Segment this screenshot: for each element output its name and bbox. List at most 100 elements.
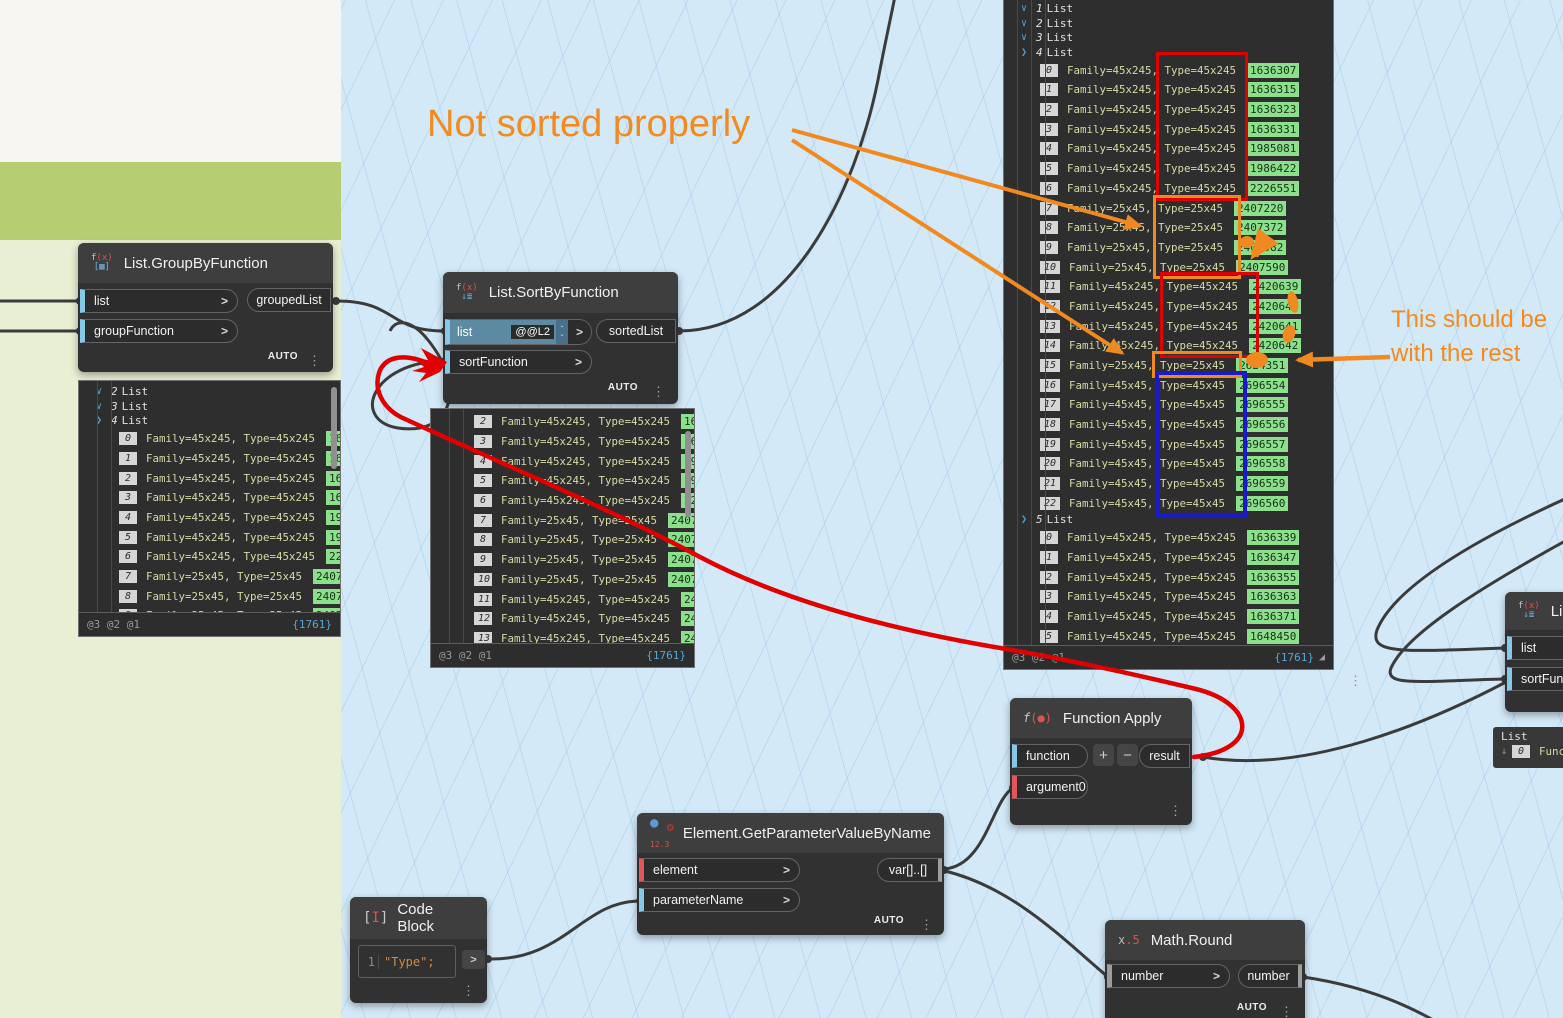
chevron-icon[interactable]: ❯ bbox=[1021, 46, 1028, 58]
output-port-number[interactable]: number bbox=[1238, 964, 1302, 988]
output-port-var[interactable]: var[]..[] bbox=[877, 858, 942, 882]
node-function-apply[interactable]: f(●) Function Apply function + − result … bbox=[1010, 698, 1192, 825]
levels-spinner[interactable]: ⌃⌄ bbox=[556, 320, 568, 344]
resize-handle[interactable]: ◢ bbox=[1318, 652, 1325, 663]
element-id-chip: 2420640 bbox=[681, 611, 694, 627]
input-port-function[interactable]: function bbox=[1012, 744, 1088, 768]
chevron-icon[interactable]: ❯ bbox=[96, 415, 103, 427]
lacing-mode[interactable]: AUTO bbox=[267, 351, 298, 362]
lacing-mode[interactable]: AUTO bbox=[607, 382, 638, 393]
port-default-arrow[interactable]: > bbox=[220, 294, 228, 308]
levels-badge[interactable]: @@L2 bbox=[509, 320, 556, 344]
element-id-chip: 2407582 bbox=[1234, 239, 1287, 255]
output-port-sortedlist[interactable]: sortedList bbox=[596, 319, 676, 343]
node-header[interactable]: f(x)↓≣ List.SortByFunction bbox=[443, 272, 678, 313]
level-badges[interactable]: @3 @2 @1 bbox=[1012, 651, 1065, 664]
node-get-parameter-value-by-name[interactable]: ● ⚙ 12.3 Element.GetParameterValueByName… bbox=[637, 813, 944, 935]
item-index: 5 bbox=[119, 530, 137, 544]
annotation-should-be-with-rest: This should be with the rest bbox=[1391, 306, 1548, 367]
lacing-mode[interactable]: AUTO bbox=[1236, 1002, 1267, 1013]
chevron-icon[interactable]: ∨ bbox=[1021, 17, 1028, 29]
node-menu-icon[interactable]: ⋮ bbox=[920, 917, 933, 932]
chevron-icon[interactable]: ∨ bbox=[1021, 3, 1028, 14]
port-default-arrow[interactable]: > bbox=[574, 355, 582, 369]
node-menu-icon[interactable]: ⋮ bbox=[1169, 803, 1182, 818]
node-header[interactable]: f(x)↓≣ List bbox=[1505, 592, 1563, 630]
chevron-icon[interactable]: ∨ bbox=[96, 400, 103, 412]
chevron-icon[interactable]: ∨ bbox=[1021, 32, 1028, 44]
item-index: 21 bbox=[1040, 477, 1061, 491]
node-code-block[interactable]: [I] Code Block 1 "Type"; > ⋮ bbox=[350, 897, 487, 1003]
node-menu-icon[interactable]: ⋮ bbox=[462, 983, 475, 998]
code-text[interactable]: "Type"; bbox=[384, 954, 435, 969]
code-editor[interactable]: 1 "Type"; bbox=[358, 945, 456, 978]
input-port-element[interactable]: element > bbox=[639, 858, 800, 882]
node-menu-icon[interactable]: ⋮ bbox=[652, 384, 665, 399]
node-menu-icon[interactable]: ⋮ bbox=[308, 353, 321, 368]
item-index: 5 bbox=[1040, 162, 1058, 176]
output-port-groupedlist[interactable]: groupedList bbox=[247, 288, 331, 312]
node-header[interactable]: f(●) Function Apply bbox=[1010, 698, 1192, 738]
scrollbar-thumb[interactable] bbox=[685, 431, 691, 517]
node-list-groupbyfunction[interactable]: f(x)[▦] List.GroupByFunction list > grou… bbox=[78, 243, 333, 372]
node-math-round[interactable]: x.5 Math.Round number > number AUTO ⋮ bbox=[1105, 920, 1305, 1018]
lacing-mode[interactable]: AUTO bbox=[873, 915, 904, 926]
port-default-arrow[interactable]: > bbox=[782, 863, 790, 877]
port-default-arrow[interactable]: > bbox=[220, 324, 228, 338]
item-index: 5 bbox=[1040, 629, 1058, 643]
item-label: Family=45x245, Type=45x245 bbox=[1067, 550, 1237, 564]
item-label: Family=25x45, Type=25x45 bbox=[501, 572, 658, 586]
port-default-arrow[interactable]: > bbox=[568, 320, 591, 344]
node-title: Math.Round bbox=[1150, 931, 1233, 949]
input-port-argument0[interactable]: argument0 bbox=[1012, 775, 1088, 799]
input-port-list[interactable]: list @@L2 ⌃⌄ > bbox=[445, 319, 592, 345]
node-header[interactable]: f(x)[▦] List.GroupByFunction bbox=[78, 243, 333, 283]
group-title-band[interactable]: ⌃ ⋮ bbox=[0, 162, 344, 391]
remove-argument-button[interactable]: − bbox=[1117, 744, 1138, 766]
node-menu-icon[interactable]: ⋮ bbox=[1280, 1004, 1293, 1018]
node-menu-icon[interactable]: ⋮ bbox=[1349, 673, 1362, 688]
code-block-output-port[interactable]: > bbox=[462, 950, 485, 969]
port-default-arrow[interactable]: > bbox=[1212, 969, 1220, 983]
element-id-chip: 2696557 bbox=[1236, 436, 1289, 452]
background-white-region bbox=[0, 0, 341, 162]
input-port-sortfunction[interactable]: sortFunction bbox=[1507, 667, 1563, 691]
item-index: 7 bbox=[119, 569, 137, 583]
input-port-list[interactable]: list > bbox=[80, 289, 238, 313]
add-argument-button[interactable]: + bbox=[1093, 744, 1114, 766]
element-id-chip: 1636331 bbox=[1247, 121, 1300, 137]
node-list-sortbyfunction-right[interactable]: f(x)↓≣ List list sortFunction bbox=[1505, 592, 1563, 712]
input-port-sortfunction[interactable]: sortFunction > bbox=[445, 350, 592, 374]
mini-preview-bubble[interactable]: List ↓ 0 Function bbox=[1493, 727, 1563, 768]
scrollbar-thumb[interactable] bbox=[331, 387, 337, 469]
node-header[interactable]: x.5 Math.Round bbox=[1105, 920, 1305, 960]
level-badges[interactable]: @3 @2 @1 bbox=[439, 649, 492, 662]
input-port-groupfunction[interactable]: groupFunction > bbox=[80, 319, 238, 343]
input-port-number[interactable]: number > bbox=[1107, 964, 1230, 988]
output-port-result[interactable]: result bbox=[1139, 744, 1190, 768]
item-label: Family=45x245, Type=45x245 bbox=[1067, 142, 1237, 156]
item-index: 6 bbox=[1040, 181, 1058, 195]
node-list-sortbyfunction[interactable]: f(x)↓≣ List.SortByFunction list @@L2 ⌃⌄ … bbox=[443, 272, 678, 404]
input-port-parametername[interactable]: parameterName > bbox=[639, 888, 800, 912]
chevron-icon[interactable]: ∨ bbox=[96, 386, 103, 397]
level-badges[interactable]: @3 @2 @1 bbox=[87, 618, 140, 631]
node-header[interactable]: ● ⚙ 12.3 Element.GetParameterValueByName bbox=[637, 813, 944, 853]
port-default-arrow[interactable]: > bbox=[782, 893, 790, 907]
node-header[interactable]: [I] Code Block bbox=[350, 897, 487, 939]
input-port-list[interactable]: list bbox=[1507, 636, 1563, 660]
